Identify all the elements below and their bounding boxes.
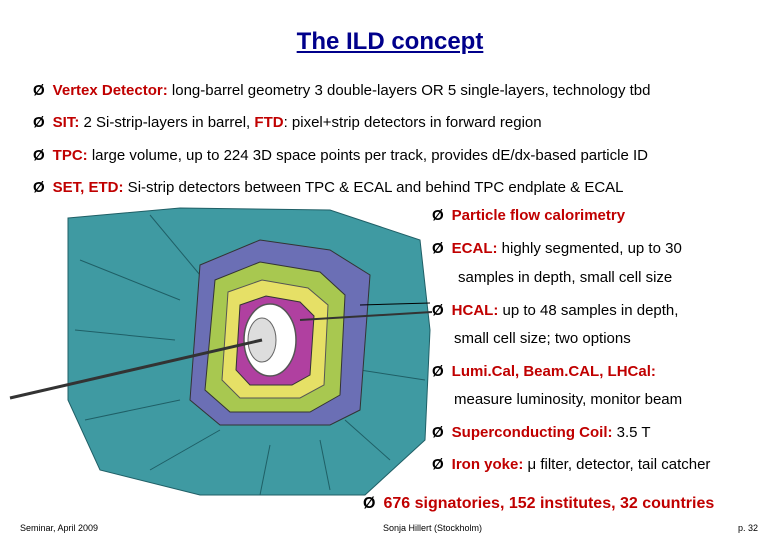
lumical-continuation: measure luminosity, monitor beam [454,391,683,408]
ecal-continuation: samples in depth, small cell size [458,269,673,286]
arrow-icon: Ø [33,179,45,196]
arrow-icon: Ø [432,363,444,380]
yoke-segments [74,214,426,496]
footer-center: Sonja Hillert (Stockholm) [383,523,483,533]
arrow-icon: Ø [432,240,444,257]
page-title: The ILD concept [296,28,484,55]
arrow-icon: Ø [363,495,376,512]
hcal-continuation: small cell size; two options [454,330,631,347]
arrow-icon: Ø [33,147,45,164]
arrow-icon: Ø [432,424,444,441]
arrow-icon: Ø [33,82,45,99]
arrow-icon: Ø [432,207,444,224]
arrow-icon: Ø [432,302,444,319]
footer-page-number: p. 32 [738,523,759,533]
arrow-icon: Ø [33,114,45,131]
footer-left: Seminar, April 2009 [20,523,99,533]
arrow-icon: Ø [432,456,444,473]
beam-pipe [9,338,263,400]
